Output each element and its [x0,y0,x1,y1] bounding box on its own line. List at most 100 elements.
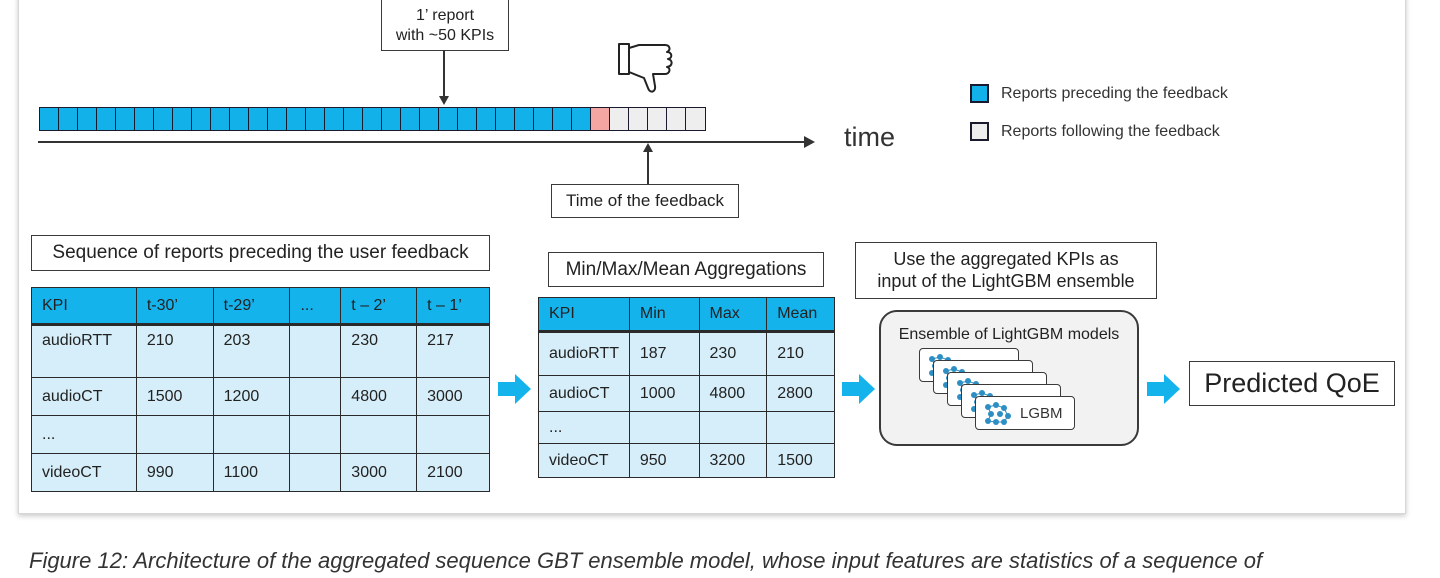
table-row: videoCT 990 1100 3000 2100 [31,453,490,492]
table-cell: 3000 [416,377,490,416]
use-aggregated-box: Use the aggregated KPIs as input of the … [855,242,1157,299]
sequence-title-box: Sequence of reports preceding the user f… [31,235,490,271]
table-cell: 4800 [340,377,418,416]
timeline-cell-preceding [173,108,192,130]
sequence-header-cell: t-30’ [135,287,214,326]
timeline-cell-preceding [439,108,458,130]
timeline-cell-preceding [249,108,268,130]
aggregation-table: KPI Min Max Mean audioRTT 187 230 210 au… [538,297,835,478]
predicted-qoe-box: Predicted QoE [1189,361,1395,406]
timeline-cell-preceding [401,108,420,130]
timeline-cell-preceding [306,108,325,130]
flow-arrow-icon [1147,374,1180,404]
table-cell: audioCT [538,375,630,412]
table-cell: ... [538,411,630,444]
feedback-pointer-line [647,150,649,185]
table-cell: 187 [628,331,700,376]
sequence-header-cell: KPI [31,287,137,326]
ensemble-container: Ensemble of LightGBM models LGBM [879,310,1139,446]
table-cell: 950 [628,443,700,478]
sequence-header-cell: ... [289,287,342,326]
table-cell: 1000 [628,375,700,412]
sequence-header-cell: t-29’ [212,287,291,326]
timeline-cell-preceding [420,108,439,130]
legend-label-preceding: Reports preceding the feedback [1001,85,1228,102]
timeline-cell-preceding [344,108,363,130]
table-cell: 210 [766,331,835,376]
aggregation-header-cell: Max [698,297,768,333]
table-cell [289,453,342,492]
time-axis-arrowhead [804,136,815,148]
table-cell: audioRTT [31,324,137,378]
table-row: audioCT 1000 4800 2800 [538,375,835,412]
time-axis-line [38,141,806,143]
table-cell [416,415,490,454]
table-cell: videoCT [31,453,137,492]
sequence-header-cell: t – 2’ [340,287,418,326]
timeline-cell-preceding [97,108,116,130]
lgbm-icon [982,401,1016,432]
timeline-cell-feedback [591,108,610,130]
timeline-cell-preceding [135,108,154,130]
feedback-time-box: Time of the feedback [551,184,739,218]
timeline-cell-preceding [154,108,173,130]
lgbm-label: LGBM [1020,405,1063,422]
table-row: audioRTT 187 230 210 [538,331,835,376]
timeline-cell-following [667,108,686,130]
table-cell: 230 [340,324,418,378]
timeline-cell-following [610,108,629,130]
table-row: audioRTT 210 203 230 217 [31,324,490,378]
table-cell: 203 [212,324,291,378]
table-row: audioCT 1500 1200 4800 3000 [31,377,490,416]
table-cell [212,415,291,454]
table-row: videoCT 950 3200 1500 [538,443,835,478]
table-cell: 210 [135,324,214,378]
timeline-cell-preceding [572,108,591,130]
table-cell [698,411,768,444]
aggregation-header-cell: Mean [766,297,835,333]
timeline-cell-preceding [230,108,249,130]
feedback-pointer-arrowhead [643,143,653,152]
legend-swatch-preceding [970,84,989,103]
table-row: ... [538,411,835,444]
timeline-cell-following [648,108,667,130]
table-cell: 990 [135,453,214,492]
table-cell [340,415,418,454]
time-label: time [844,122,896,152]
timeline-cell-preceding [287,108,306,130]
table-cell: videoCT [538,443,630,478]
timeline-cell-preceding [192,108,211,130]
table-cell [289,377,342,416]
aggregation-title-box: Min/Max/Mean Aggregations [548,252,824,287]
timeline-cell-preceding [268,108,287,130]
lgbm-model-card: LGBM [975,396,1075,430]
table-cell: 1100 [212,453,291,492]
table-cell [135,415,214,454]
ensemble-title: Ensemble of LightGBM models [898,326,1120,343]
aggregation-header-cell: Min [628,297,700,333]
figure-caption: Figure 12: Architecture of the aggregate… [29,548,1263,573]
table-cell: 230 [698,331,768,376]
timeline-cell-preceding [211,108,230,130]
timeline-cell-preceding [78,108,97,130]
thumbs-down-icon [618,43,673,93]
table-cell: 4800 [698,375,768,412]
sequence-header-cell: t – 1’ [416,287,490,326]
table-cell [289,415,342,454]
table-cell: 3000 [340,453,418,492]
table-cell: 3200 [698,443,768,478]
table-cell: 1200 [212,377,291,416]
timeline-cell-preceding [534,108,553,130]
table-row: ... [31,415,490,454]
timeline-cell-following [629,108,648,130]
sequence-table: KPI t-30’ t-29’ ... t – 2’ t – 1’ audioR… [31,287,490,492]
table-cell: 1500 [766,443,835,478]
report-box: 1’ report with ~50 KPIs [381,0,509,51]
table-cell [766,411,835,444]
table-cell: 2100 [416,453,490,492]
flow-arrow-icon [842,374,875,404]
timeline-cell-following [686,108,705,130]
table-cell: 1500 [135,377,214,416]
timeline-cell-preceding [40,108,59,130]
report-pointer-line [443,51,445,97]
